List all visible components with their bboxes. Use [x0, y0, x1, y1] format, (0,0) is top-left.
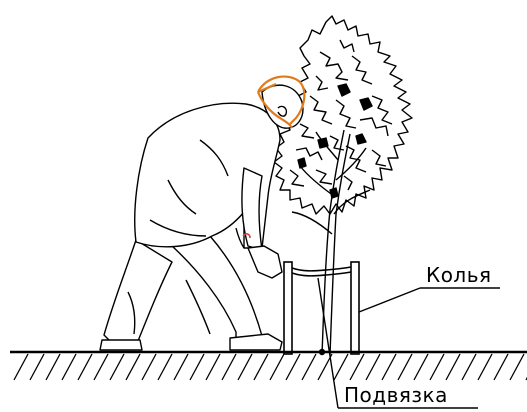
hatch-stroke — [221, 353, 237, 381]
stakes-leader-line — [358, 287, 421, 313]
hatch-stroke — [397, 353, 413, 381]
helmet — [256, 75, 306, 129]
stake-left — [283, 261, 293, 355]
hatch-stroke — [109, 353, 125, 381]
hatch-stroke — [77, 353, 93, 381]
hatch-stroke — [173, 353, 189, 381]
tree-crown — [273, 15, 413, 215]
hatch-stroke — [285, 353, 301, 381]
hatch-stroke — [61, 353, 77, 381]
hatch-stroke — [509, 353, 525, 381]
hatch-stroke — [93, 353, 109, 381]
glove-accent — [242, 233, 251, 239]
hatch-stroke — [45, 353, 61, 381]
ground — [10, 350, 527, 381]
hatch-stroke — [157, 353, 173, 381]
stakes — [283, 261, 360, 355]
hatch-stroke — [125, 353, 141, 381]
hatch-stroke — [333, 353, 349, 381]
hatch-stroke — [29, 353, 45, 381]
hatch-stroke — [237, 353, 253, 381]
hatch-stroke — [365, 353, 381, 381]
hatch-stroke — [429, 353, 445, 381]
stakes-label: Колья — [426, 263, 492, 287]
tie-leader-line — [317, 277, 339, 409]
hatch-stroke — [141, 353, 157, 381]
hatch-stroke — [477, 353, 493, 381]
tie-band — [291, 266, 352, 277]
hatch-stroke — [493, 353, 509, 381]
hatch-stroke — [13, 353, 29, 381]
hatch-stroke — [445, 353, 461, 381]
hatch-stroke — [349, 353, 365, 381]
hatch-stroke — [413, 353, 429, 381]
tie-label: Подвязка — [344, 383, 448, 407]
ground-hatching — [13, 353, 527, 381]
worker — [99, 84, 304, 351]
leaders — [317, 277, 500, 409]
hatch-stroke — [269, 353, 285, 381]
hatch-stroke — [461, 353, 477, 381]
hatch-stroke — [205, 353, 221, 381]
hatch-stroke — [301, 353, 317, 381]
hatch-stroke — [253, 353, 269, 381]
tie-leader-dot — [318, 348, 326, 356]
hatch-stroke — [189, 353, 205, 381]
hatch-stroke — [381, 353, 397, 381]
stake-right — [350, 261, 360, 355]
